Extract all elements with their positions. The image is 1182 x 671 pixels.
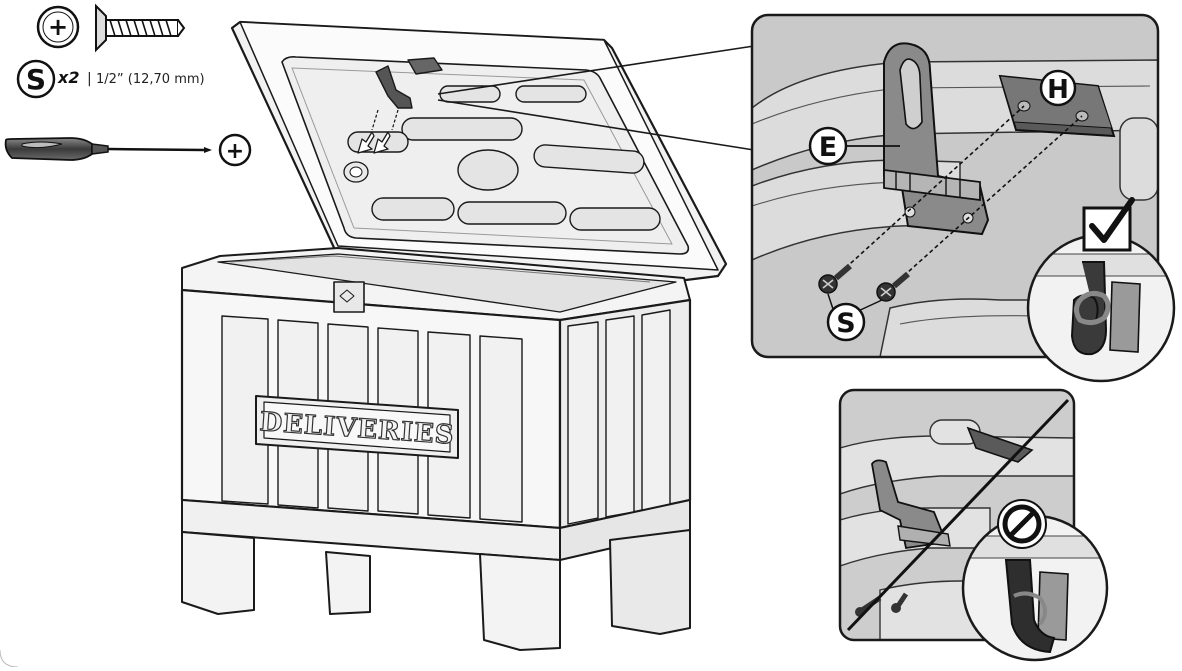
- hardware-list: + S x2 | 1/2” (12,70 mm) +: [4, 3, 252, 167]
- letter-e: E: [819, 132, 837, 163]
- part-s-badge: S: [16, 59, 56, 99]
- flat-head-screw-icon: [95, 3, 186, 53]
- detail-callout-panel: E H S: [750, 13, 1176, 383]
- letter-s: S: [836, 308, 855, 339]
- box-lid: [230, 20, 728, 282]
- screw-quantity: x2: [57, 68, 79, 87]
- letter-e-badge: E: [808, 126, 900, 166]
- letter-h-badge: H: [1039, 69, 1077, 107]
- no-symbol-icon: [997, 499, 1047, 549]
- deliveries-label-plate: DELIVERIES: [255, 395, 459, 459]
- phillips-driver-icon: +: [218, 133, 252, 167]
- callout-leader: [437, 45, 755, 151]
- letter-h: H: [1047, 75, 1069, 105]
- misplaced-bracket-part: [871, 459, 948, 550]
- letter-s-badge: S: [826, 302, 866, 342]
- check-mark-icon: [1082, 197, 1135, 252]
- screw-s-part: [818, 263, 852, 294]
- incorrect-orientation-panel: [838, 388, 1109, 662]
- front-latch: [333, 281, 365, 313]
- screw-s-part: [876, 271, 910, 302]
- screw-size-spec: 1/2” (12,70 mm): [96, 72, 205, 87]
- lid-plate-part: [407, 57, 443, 75]
- screw-head-symbol: +: [48, 13, 68, 41]
- lid-bracket-part: [375, 65, 413, 109]
- page-corner: [0, 649, 19, 668]
- correct-orientation-inset: [1026, 197, 1176, 383]
- screwdriver-icon: [4, 137, 212, 161]
- delivery-box: DELIVERIES: [180, 20, 728, 651]
- phillips-head-icon: +: [36, 5, 80, 49]
- driver-tip-symbol: +: [226, 139, 244, 164]
- strike-through-line: [846, 398, 1070, 632]
- spec-separator: |: [87, 71, 92, 87]
- part-s-letter: S: [26, 63, 46, 96]
- hinge-bracket-e: [883, 42, 990, 236]
- wrong-orientation-inset: [961, 499, 1109, 662]
- insert-arrow-icon: [373, 131, 391, 154]
- insert-arrow-icon: [357, 131, 375, 154]
